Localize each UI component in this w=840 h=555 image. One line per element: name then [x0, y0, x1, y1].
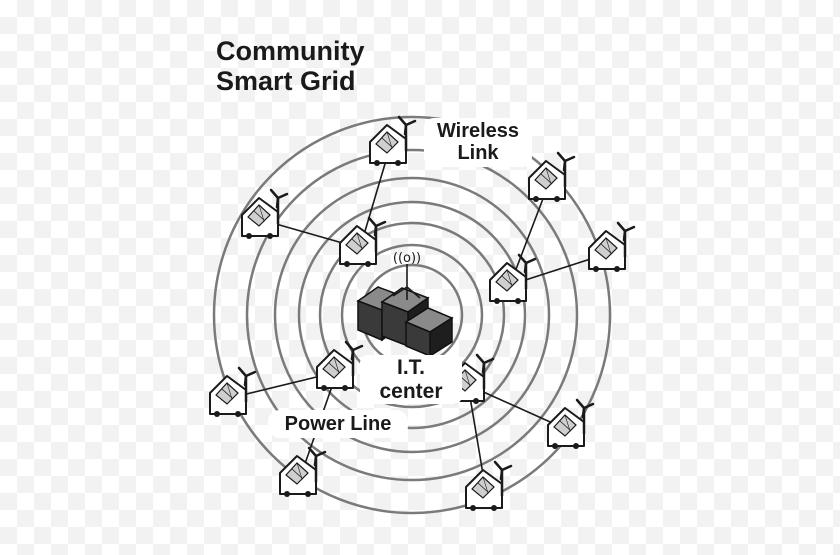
antenna-signal-text: ((o))	[393, 251, 421, 266]
hub-building-front	[404, 307, 454, 358]
it-center-hub: ((o))	[356, 251, 454, 358]
title-line-1: Community	[216, 36, 365, 66]
wireless-label-line-1: Wireless	[436, 120, 520, 142]
it-center-label: I.T. center	[360, 355, 462, 405]
wireless-link-label: Wireless Link	[424, 118, 532, 167]
solar-house-icon	[546, 398, 595, 451]
grid-rings	[212, 115, 612, 515]
it-label-line-2: center	[379, 379, 443, 403]
page-title: Community Smart Grid	[216, 36, 436, 96]
grid-ring	[245, 148, 579, 482]
solar-house-icon	[208, 366, 257, 419]
grid-ring	[212, 115, 612, 515]
it-label-line-1: I.T.	[396, 356, 425, 379]
solar-house-icon	[315, 340, 364, 393]
solar-house-icon	[338, 216, 387, 269]
grid-ring	[273, 176, 551, 454]
title-line-2: Smart Grid	[216, 66, 356, 97]
antenna-icon	[392, 264, 421, 300]
wireless-label-line-2: Link	[457, 142, 499, 165]
grid-ring	[297, 200, 527, 430]
solar-house-icon	[587, 221, 636, 274]
grid-ring	[318, 221, 506, 409]
solar-house-icon	[368, 115, 417, 168]
power-line-label: Power Line	[268, 410, 408, 439]
